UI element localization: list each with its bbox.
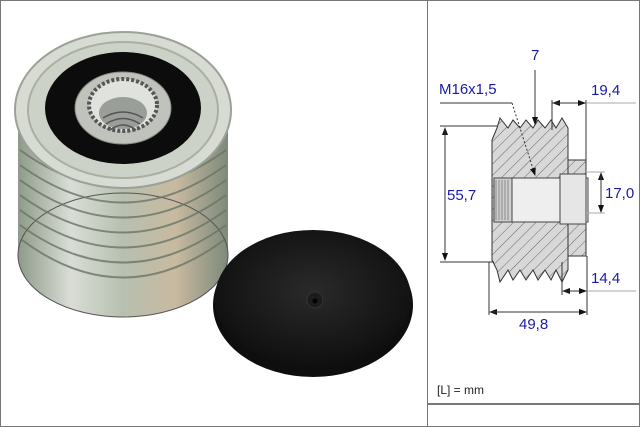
pulley-section [491, 116, 589, 284]
product-photo [14, 31, 413, 377]
footer-divider [427, 403, 640, 405]
protective-cap [213, 230, 413, 377]
technical-drawing [440, 70, 636, 315]
front-offset-label: 19,4 [591, 82, 621, 99]
panel-divider [427, 0, 428, 427]
groove-count-label: 7 [531, 47, 540, 64]
total-length-label: 49,8 [519, 316, 549, 333]
pulley [14, 31, 232, 318]
bore-diameter-label: 17,0 [605, 185, 635, 202]
outer-diameter-label: 55,7 [447, 187, 477, 204]
thread-label: M16x1,5 [439, 81, 497, 98]
unit-note: [L] = mm [437, 383, 485, 397]
rear-offset-label: 14,4 [591, 270, 621, 287]
